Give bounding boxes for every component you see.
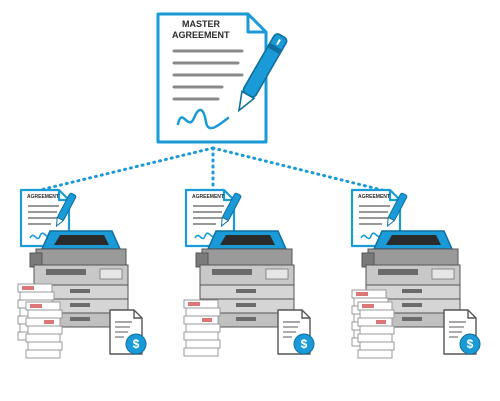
paper-stack-icon	[351, 289, 395, 359]
invoice-icon: $	[443, 309, 481, 355]
invoice-icon: $	[109, 309, 147, 355]
master-title-line1: MASTER	[182, 19, 221, 29]
pen-icon	[237, 33, 288, 113]
connector-lines	[38, 146, 384, 192]
invoice-dollar-symbol: $	[133, 337, 140, 351]
agreement-document-icon: AGREEMENT	[184, 188, 243, 248]
connector-left	[38, 146, 215, 192]
agreement-label: AGREEMENT	[358, 194, 390, 200]
agreement-document-icon: AGREEMENT	[19, 188, 78, 248]
signature-scribble	[176, 108, 230, 130]
paper-stack-icon	[183, 299, 221, 357]
branch-1: AGREEMENT $	[17, 188, 147, 359]
branch-3: AGREEMENT $	[350, 188, 481, 359]
connector-right	[211, 146, 384, 192]
invoice-dollar-symbol: $	[467, 337, 474, 351]
agreement-document-icon: AGREEMENT	[350, 188, 409, 248]
master-title-line2: AGREEMENT	[172, 30, 230, 40]
invoice-icon: $	[277, 309, 315, 355]
invoice-dollar-symbol: $	[301, 337, 308, 351]
agreement-label: AGREEMENT	[192, 194, 224, 200]
agreement-label: AGREEMENT	[27, 194, 59, 200]
branch-2: AGREEMENT $	[183, 188, 315, 357]
